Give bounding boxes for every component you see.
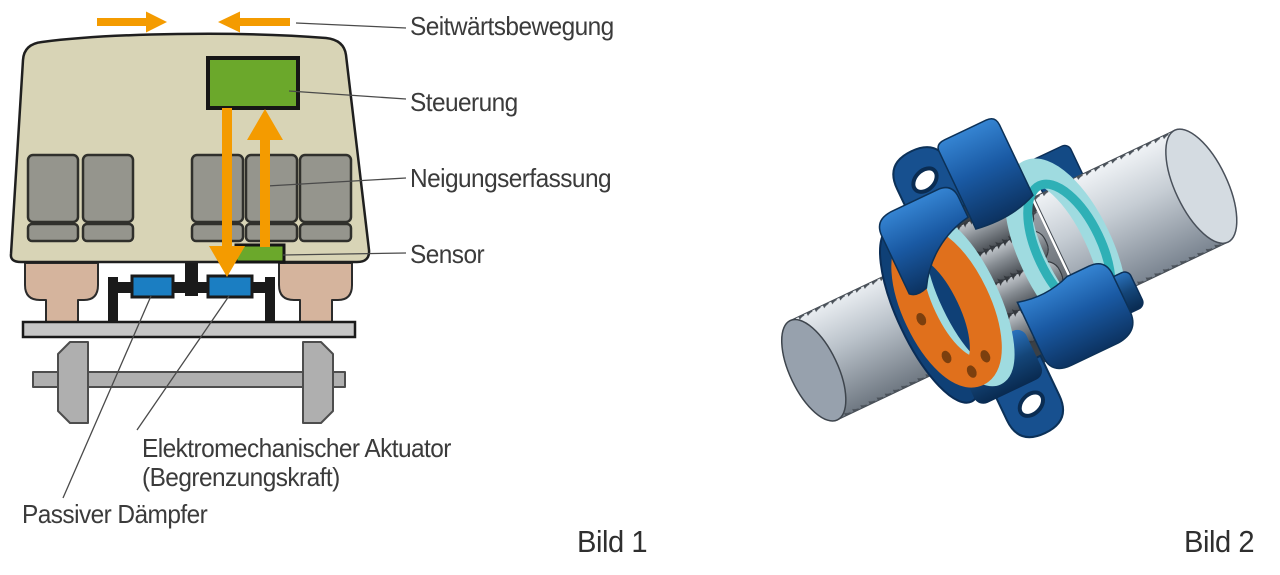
rail-wheel-right: [302, 341, 334, 424]
leader-aktuator: [136, 295, 230, 431]
label-seitwaertsbewegung: Seitwärtsbewegung: [410, 11, 614, 41]
label-neigungserfassung: Neigungserfassung: [410, 163, 612, 193]
caption-bild-2: Bild 2: [1184, 524, 1255, 559]
bogie-frame: [108, 260, 275, 322]
arrow-lateral-left: [97, 11, 167, 33]
leader-daempfer: [62, 295, 152, 499]
seat-back: [244, 153, 299, 224]
steuerung-box: [206, 56, 300, 110]
label-steuerung: Steuerung: [410, 87, 518, 117]
cad-right-screw-shaft: [1033, 128, 1238, 310]
bogie-cross-bar: [108, 282, 275, 293]
seat-cushion: [298, 222, 353, 243]
figure1-train-diagram: [9, 11, 407, 499]
suspension-spring-left: [24, 262, 99, 323]
leader-sensor: [282, 252, 407, 256]
actuator-components: [130, 274, 254, 299]
shaft-end-face-right: [1165, 128, 1238, 245]
leader-seitwaertsbewegung: [295, 22, 407, 29]
axle: [32, 371, 346, 388]
leader-lines: [62, 22, 407, 499]
housing-shell-bottom-right: [1016, 263, 1134, 370]
suspension-springs: [24, 262, 353, 323]
suspension-spring-right: [278, 262, 353, 323]
leader-neigungserfassung: [266, 177, 407, 187]
bogie-bracket-right: [265, 277, 275, 322]
housing-shell-top-left: [878, 186, 970, 296]
electromechanical-actuator-box: [206, 274, 254, 299]
label-aktuator-line1: Elektromechanischer Aktuator: [142, 433, 451, 463]
figure2-cad-assembly: [780, 118, 1238, 439]
seat-cushion: [190, 222, 245, 243]
ear-bolt-hole-top: [911, 166, 939, 194]
arrow-control-down: [209, 108, 245, 277]
seat-cushion: [244, 222, 299, 243]
label-sensor: Sensor: [410, 239, 485, 269]
seat-back: [190, 153, 245, 224]
motion-arrows: [97, 11, 290, 277]
label-daempfer: Passiver Dämpfer: [22, 499, 208, 529]
rail-wheel-left: [57, 341, 89, 424]
caption-bild-1: Bild 1: [577, 524, 648, 559]
seat-cushion: [26, 222, 80, 243]
seat-back: [81, 153, 135, 224]
bogie-bracket-left: [108, 277, 118, 322]
bogie-platform: [21, 320, 357, 339]
ear-bolt-hole-bottom: [1017, 390, 1046, 418]
shaft-end-face-left: [780, 318, 847, 422]
seat-back: [26, 153, 80, 224]
seat-back: [298, 153, 353, 224]
arrow-signal-up: [247, 109, 283, 247]
label-aktuator-line2: (Begrenzungskraft): [142, 462, 340, 492]
seat-cushion: [81, 222, 135, 243]
arrow-lateral-right: [218, 11, 290, 33]
leader-steuerung: [288, 90, 407, 100]
passive-damper-box: [130, 274, 175, 299]
label-aktuator: Elektromechanischer Aktuator (Begrenzung…: [142, 434, 451, 492]
wheelset: [32, 341, 346, 424]
housing-top-boss: [937, 118, 1034, 230]
